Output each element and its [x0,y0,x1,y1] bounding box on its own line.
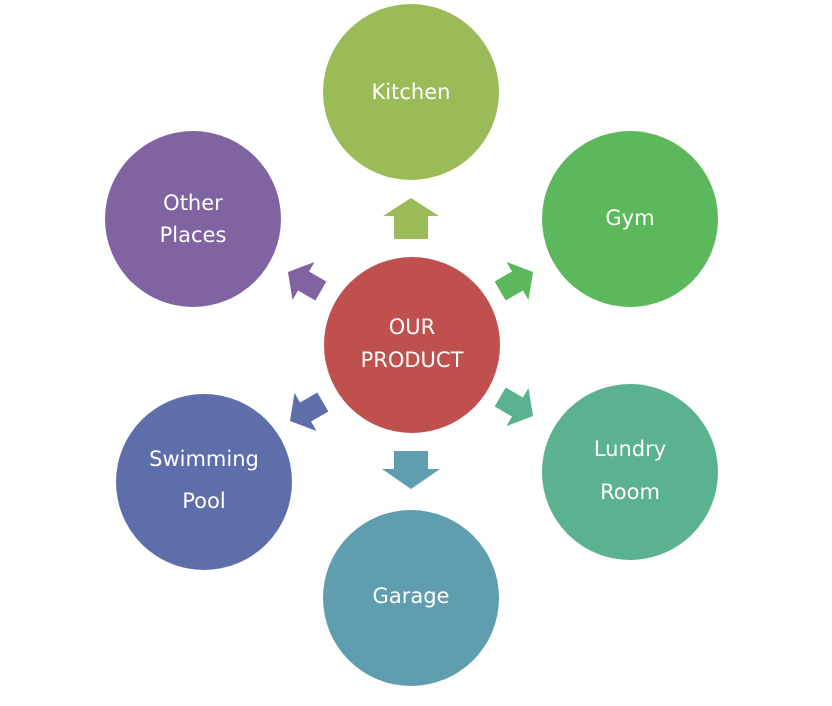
swimming-pool-label-line-1: Swimming [149,447,259,471]
node-gym: Gym [542,131,718,307]
node-kitchen: Kitchen [323,4,499,180]
node-laundry-room: Lundry Room [542,384,718,560]
swimming-pool-label-line-2: Pool [182,489,225,513]
arrow-to-swimming-pool [289,392,329,432]
center-label-line-1: OUR [389,315,436,339]
kitchen-circle [323,4,499,180]
laundry-room-label-line-1: Lundry [594,437,666,461]
center-label-line-2: PRODUCT [361,348,464,372]
arrow-to-kitchen [383,198,439,239]
laundry-room-label-line-2: Room [600,480,660,504]
other-places-label-line-1: Other [163,191,223,215]
swimming-pool-circle [116,394,292,570]
arrow-to-gym [494,261,534,301]
gym-label: Gym [605,206,654,230]
kitchen-label: Kitchen [372,80,451,104]
other-places-circle [105,131,281,307]
arrow-to-garage [382,451,440,489]
node-other-places: Other Places [105,131,281,307]
gym-circle [542,131,718,307]
node-swimming-pool: Swimming Pool [116,394,292,570]
center-node: OUR PRODUCT [324,257,500,433]
laundry-room-circle [542,384,718,560]
garage-circle [323,510,499,686]
arrow-to-laundry-room [494,387,534,427]
garage-label: Garage [373,584,450,608]
other-places-label-line-2: Places [160,223,227,247]
node-garage: Garage [323,510,499,686]
center-circle [324,257,500,433]
arrow-to-other-places [287,261,327,301]
